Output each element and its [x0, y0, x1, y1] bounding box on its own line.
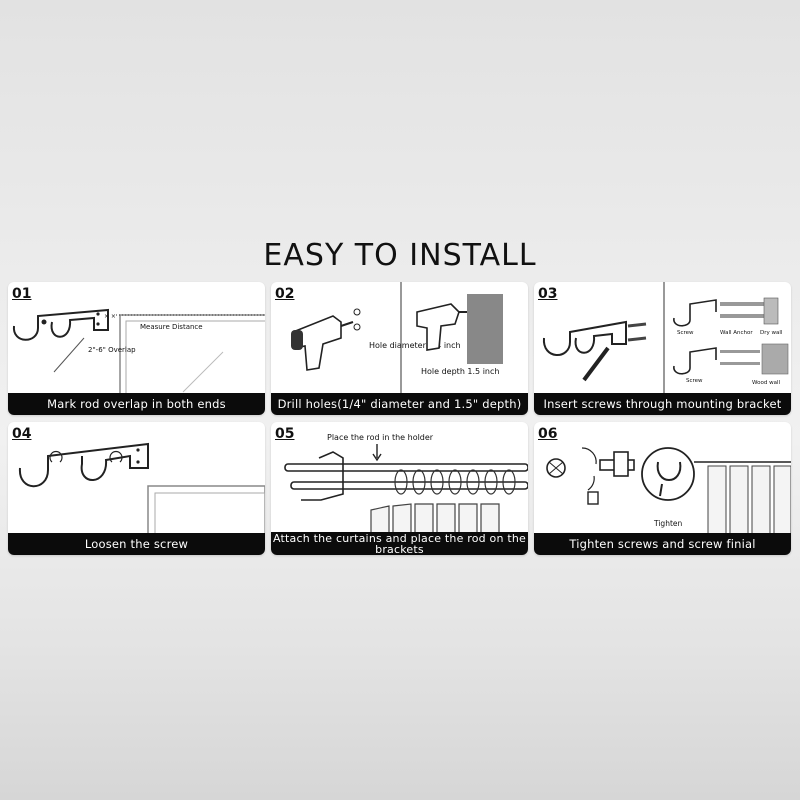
step-card-04: 04 Loosen the screw: [8, 422, 265, 555]
step-05-illustration: Place the rod in the holder: [284, 433, 528, 534]
step-caption: Attach the curtains and place the rod on…: [271, 531, 528, 555]
measure-distance-label: Measure Distance: [140, 323, 203, 331]
step-02-illustration: Hole diameter 1/4 inch Hole depth 1.5 in…: [291, 282, 503, 394]
drill-icon: [291, 315, 354, 371]
step-card-05: Place the rod in the holder 05 Attach th…: [271, 422, 528, 555]
finial-icon: [546, 458, 566, 478]
screw-icon: [627, 322, 647, 342]
step-caption: Tighten screws and screw finial: [534, 533, 791, 555]
step-card-03: Screw Wall Anchor Dry wall Screw Wood wa…: [534, 282, 791, 415]
step-number: 01: [12, 286, 32, 302]
step-card-01: × × Measure Distance 2"-6" Overlap 01 Ma…: [8, 282, 265, 415]
screwdriver-icon: [582, 346, 610, 382]
svg-text:Dry wall: Dry wall: [760, 330, 783, 336]
svg-text:Screw: Screw: [686, 378, 703, 384]
step-card-02: Hole diameter 1/4 inch Hole depth 1.5 in…: [271, 282, 528, 415]
step-01-illustration: × × Measure Distance 2"-6" Overlap: [12, 308, 265, 394]
step-04-illustration: [18, 442, 265, 534]
place-rod-label: Place the rod in the holder: [327, 433, 434, 442]
step-number: 05: [275, 426, 295, 442]
svg-text:× ×: × ×: [104, 313, 116, 320]
tighten-label: Tighten: [653, 519, 683, 528]
step-caption: Loosen the screw: [8, 533, 265, 555]
page-title: EASY TO INSTALL: [263, 238, 537, 273]
hole-depth-label: Hole depth 1.5 inch: [421, 367, 499, 376]
svg-text:Wall Anchor: Wall Anchor: [720, 330, 753, 336]
overlap-label: 2"-6" Overlap: [88, 346, 136, 354]
step-caption: Drill holes(1/4" diameter and 1.5" depth…: [271, 393, 528, 415]
step-caption: Insert screws through mounting bracket: [534, 393, 791, 415]
svg-text:Screw: Screw: [677, 330, 694, 336]
step-number: 04: [12, 426, 32, 442]
step-03-illustration: Screw Wall Anchor Dry wall Screw Wood wa…: [542, 282, 789, 394]
step-number: 02: [275, 286, 295, 302]
step-caption: Mark rod overlap in both ends: [8, 393, 265, 415]
step-card-06: Tighten 06 Tighten screws and screw fini…: [534, 422, 791, 555]
svg-text:Wood wall: Wood wall: [752, 380, 780, 386]
step-number: 03: [538, 286, 558, 302]
hole-diameter-label: Hole diameter 1/4 inch: [369, 341, 461, 350]
step-06-illustration: Tighten: [546, 447, 791, 534]
step-number: 06: [538, 426, 558, 442]
